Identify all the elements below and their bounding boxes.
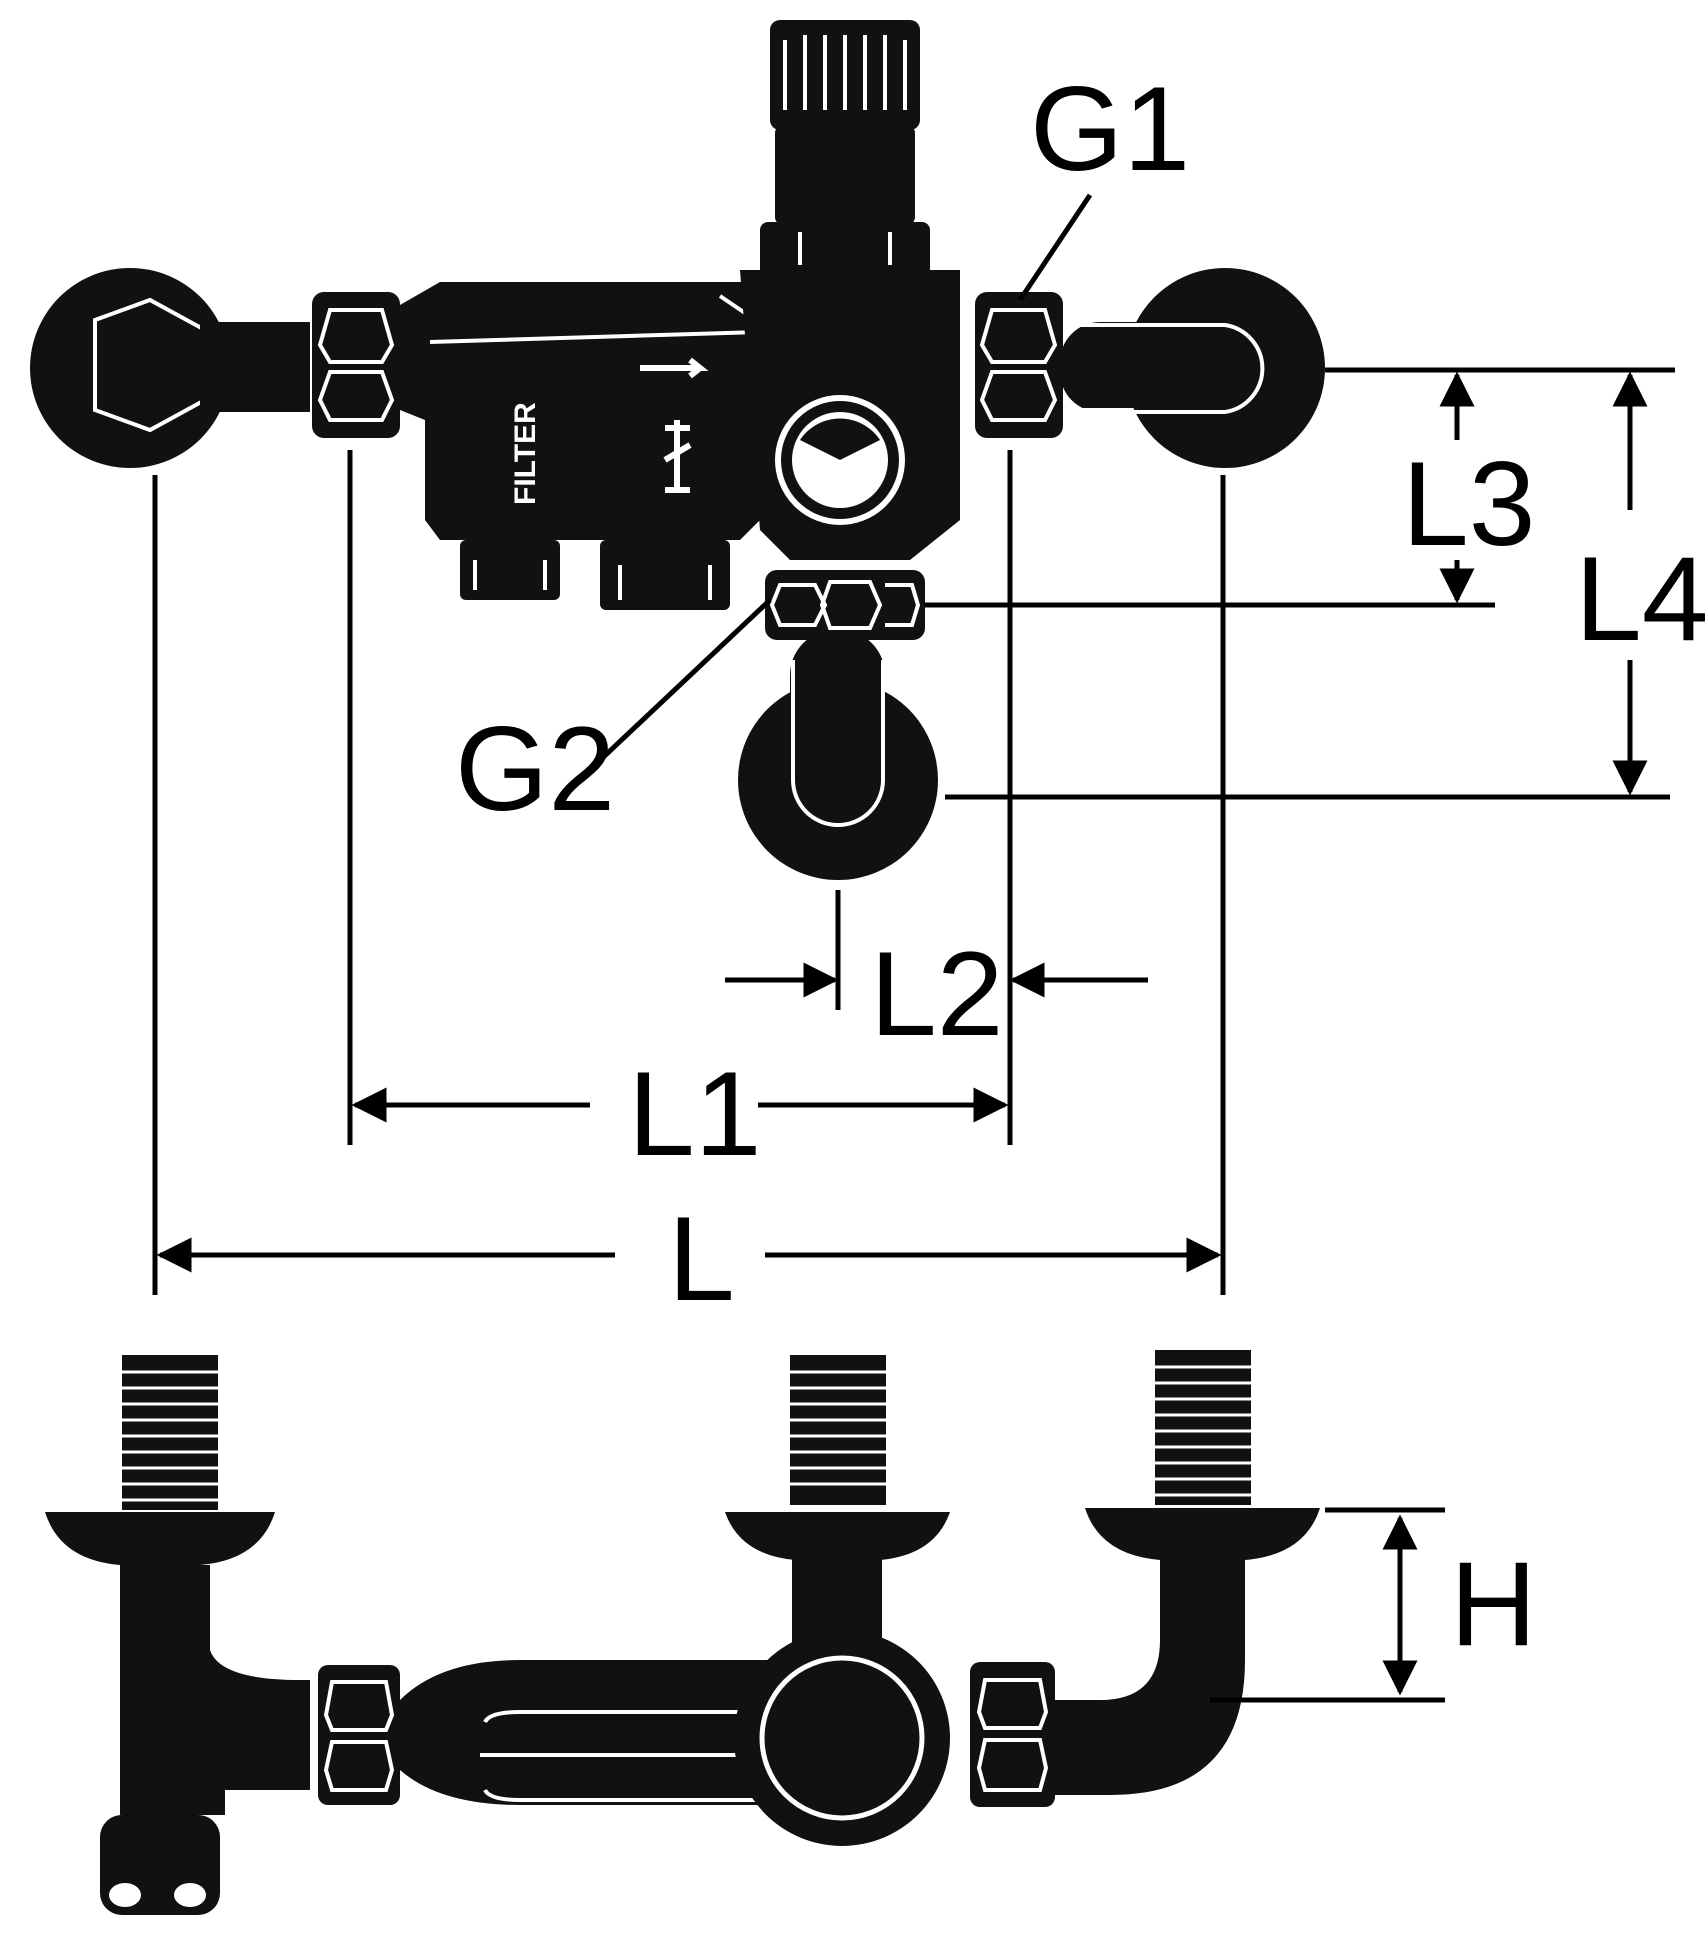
front-right-union-nut (970, 1662, 1055, 1807)
g1-label: G1 (1030, 62, 1190, 196)
lower-pipe (790, 630, 885, 840)
drain-boss-right (600, 540, 730, 610)
front-view (45, 1350, 1320, 1915)
front-left-union-nut (318, 1665, 400, 1805)
front-gauge-housing (734, 1630, 950, 1846)
l4-label: L4 (1575, 532, 1705, 666)
regulator-knob (760, 20, 930, 277)
top-view: FILTER (30, 20, 1325, 880)
g2-label: G2 (455, 702, 615, 836)
right-wall-flange (1125, 268, 1325, 468)
dimension-lines-top (152, 193, 1675, 1295)
left-union-nut (312, 292, 400, 438)
l1-label: L1 (628, 1047, 761, 1181)
right-union-nut-g1 (975, 292, 1063, 438)
valve-symbol-icon (663, 420, 692, 493)
middle-rosette (725, 1512, 950, 1560)
g1-leader (1017, 193, 1093, 302)
right-threaded-stud (1155, 1350, 1251, 1505)
g2-leader (593, 598, 772, 767)
l3-label: L3 (1402, 437, 1535, 571)
filter-label: FILTER (509, 402, 542, 505)
left-threaded-stud (122, 1355, 218, 1510)
h-label: H (1450, 1537, 1537, 1671)
middle-threaded-stud (790, 1355, 886, 1505)
left-elbow (120, 1565, 310, 1815)
drain-boss-left (460, 540, 560, 600)
front-filter-cylinder (400, 1660, 800, 1805)
flow-arrow-icon (640, 357, 709, 379)
right-rosette (1085, 1508, 1320, 1560)
l2-label: L2 (870, 927, 1003, 1061)
left-rosette (45, 1512, 275, 1565)
lower-pipe-outline (791, 660, 885, 827)
right-elbow (1055, 1560, 1245, 1795)
filter-body: FILTER (400, 282, 775, 610)
gauge-housing (740, 270, 960, 560)
l-label: L (668, 1192, 735, 1326)
left-pipe (200, 322, 310, 412)
dimension-lines-front (1210, 1507, 1445, 1703)
lower-union-nut-g2 (765, 570, 925, 640)
